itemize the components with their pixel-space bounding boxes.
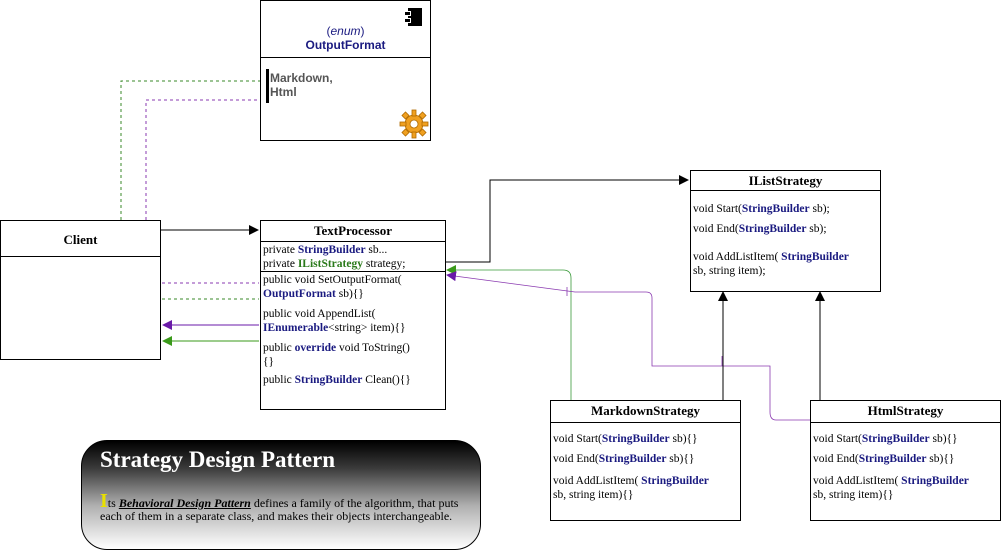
class-markdown-strategy[interactable]: MarkdownStrategy void Start(StringBuilde…: [550, 400, 741, 521]
method-to-string: public override void ToString(){}: [263, 342, 410, 368]
method-set-output-format: public void SetOutputFormat(OutputFormat…: [263, 274, 402, 300]
html-strategy-title: HtmlStrategy: [867, 403, 944, 418]
ilist-end: void End(StringBuilder sb);: [693, 223, 827, 235]
class-text-processor[interactable]: TextProcessor private StringBuilder sb..…: [260, 220, 446, 410]
enum-stereotype: enum: [330, 24, 361, 38]
pattern-note: Strategy Design Pattern Its Behavioral D…: [81, 440, 481, 550]
field-strategy: private IListStrategy strategy;: [263, 258, 406, 270]
method-clean: public StringBuilder Clean(){}: [263, 374, 411, 386]
text-processor-title: TextProcessor: [314, 223, 392, 238]
markdown-strategy-title: MarkdownStrategy: [590, 403, 701, 418]
field-sb: private StringBuilder sb...: [263, 244, 388, 256]
client-enum-link-green: [120, 80, 260, 220]
method-append-list: public void AppendList(IEnumerable<strin…: [263, 308, 406, 334]
markdown-start: void Start(StringBuilder sb){}: [553, 433, 698, 445]
textprocessor-ilist-arrow: [446, 175, 689, 263]
pattern-note-title: Strategy Design Pattern: [100, 447, 336, 472]
enum-name: OutputFormat: [305, 38, 386, 52]
client-title: Client: [63, 232, 98, 247]
html-start: void Start(StringBuilder sb){}: [813, 433, 958, 445]
drop-cap: I: [100, 490, 108, 512]
html-textprocessor-arrow: [446, 271, 810, 421]
markdown-textprocessor-arrow: [446, 265, 572, 400]
component-icon: [404, 8, 422, 26]
enum-value-html: Html: [270, 85, 297, 99]
class-client[interactable]: Client: [0, 220, 161, 360]
enum-value-markdown: Markdown,: [270, 71, 333, 85]
ilist-start: void Start(StringBuilder sb);: [693, 203, 830, 215]
class-html-strategy[interactable]: HtmlStrategy void Start(StringBuilder sb…: [810, 400, 1001, 521]
behavioral-pattern-label: Behavioral Design Pattern: [118, 496, 251, 510]
pattern-note-body: Its Behavioral Design Pattern defines a …: [100, 490, 459, 523]
interface-ilist-strategy[interactable]: IListStrategy void Start(StringBuilder s…: [690, 170, 881, 292]
client-enum-link-purple: [145, 99, 260, 220]
gear-icon: [399, 109, 429, 139]
html-end: void End(StringBuilder sb){}: [813, 453, 955, 465]
enum-output-format[interactable]: (enum) OutputFormat Markdown, Html: [260, 0, 431, 141]
markdown-end: void End(StringBuilder sb){}: [553, 453, 695, 465]
ilist-strategy-title: IListStrategy: [748, 173, 823, 188]
